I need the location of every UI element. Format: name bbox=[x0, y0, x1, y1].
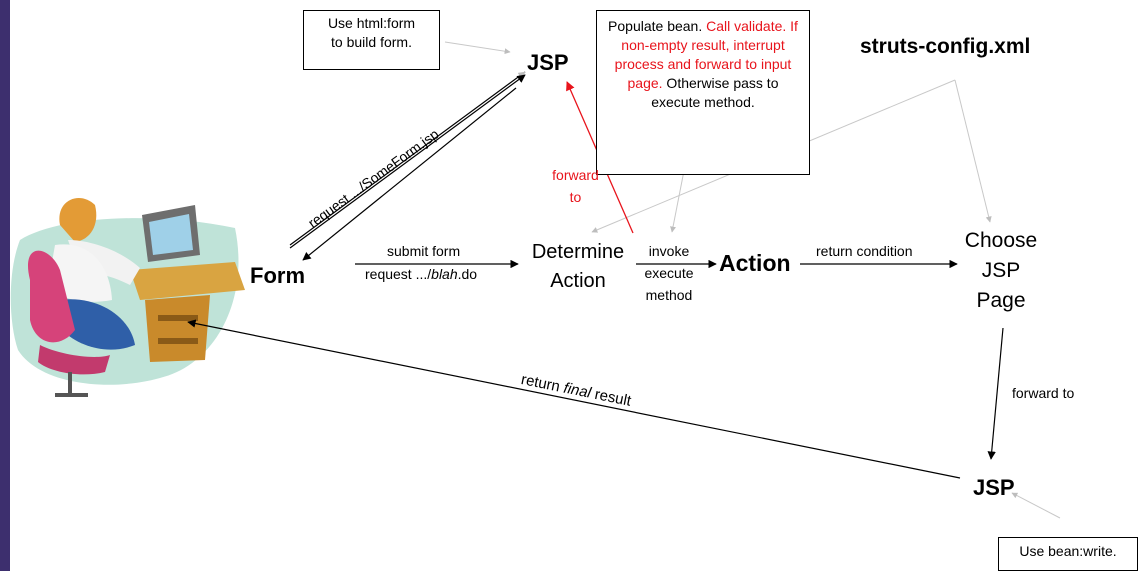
invoke-line2: execute bbox=[644, 265, 694, 281]
submit-request-suffix: .do bbox=[457, 266, 478, 282]
action-node: Action bbox=[719, 250, 791, 276]
populate-bean-note: Populate bean. Call validate. If non-emp… bbox=[596, 10, 810, 175]
return-final-arrow bbox=[187, 319, 961, 479]
person-at-computer-clipart bbox=[10, 197, 245, 397]
submit-request-italic: blah bbox=[431, 266, 458, 282]
choose-line3: Page bbox=[976, 289, 1026, 312]
jsp-top-node: JSP bbox=[527, 50, 569, 75]
flow-arrows bbox=[187, 71, 1004, 479]
choose-line2: JSP bbox=[981, 259, 1021, 282]
html-form-note-line2: to build form. bbox=[331, 34, 412, 50]
jsp-bottom-node: JSP bbox=[973, 475, 1015, 500]
submit-request-label: request .../blah.do bbox=[365, 266, 477, 282]
determine-action-line1: Determine bbox=[531, 241, 625, 263]
choose-line1: Choose bbox=[964, 229, 1038, 252]
populate-note-part1: Populate bean. bbox=[608, 18, 707, 34]
submit-form-label: submit form bbox=[387, 243, 461, 259]
invoke-execute-label: invoke execute method bbox=[638, 240, 700, 306]
slide-left-bar bbox=[0, 0, 10, 571]
form-node: Form bbox=[250, 263, 305, 288]
determine-action-node: Determine Action bbox=[527, 238, 629, 296]
jsp-to-form-arrow bbox=[302, 87, 517, 261]
forward-red-line1: forward bbox=[552, 167, 599, 183]
populate-note-part3: Otherwise pass to execute method. bbox=[651, 75, 779, 110]
forward-to-label: forward to bbox=[1012, 385, 1075, 401]
determine-action-line2: Action bbox=[550, 270, 606, 292]
forward-red-line2: to bbox=[569, 189, 582, 205]
invoke-line1: invoke bbox=[648, 243, 690, 259]
request-jsp-arrow bbox=[289, 71, 526, 246]
html-form-note-line1: Use html:form bbox=[327, 15, 416, 31]
forward-to-red-label: forward to bbox=[548, 164, 603, 208]
choose-jsp-page-node: Choose JSP Page bbox=[955, 226, 1047, 316]
return-condition-label: return condition bbox=[816, 243, 913, 259]
struts-config-label: struts-config.xml bbox=[860, 35, 1031, 58]
submit-request-prefix: request .../ bbox=[365, 266, 432, 282]
invoke-line3: method bbox=[645, 287, 693, 303]
bean-write-note: Use bean:write. bbox=[998, 537, 1138, 571]
populate-note-part2: Call validate. If non-empty result, inte… bbox=[614, 18, 798, 91]
html-form-note: Use html:form to build form. bbox=[303, 10, 440, 70]
forward-to-jsp-arrow bbox=[987, 327, 1004, 460]
